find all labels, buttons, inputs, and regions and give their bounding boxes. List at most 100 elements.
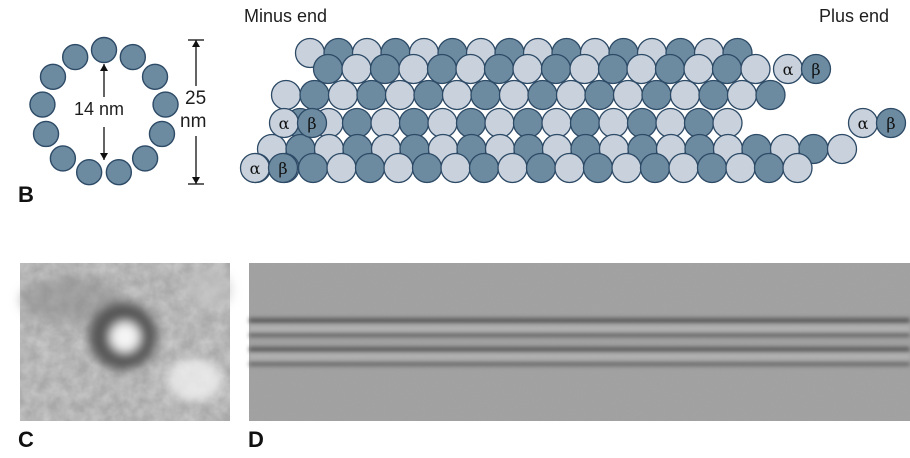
beta-tubulin-subunit (527, 79, 558, 111)
panel-letter-c: C (18, 427, 34, 452)
alpha-tubulin-subunit (497, 152, 528, 184)
beta-tubulin-subunit (312, 53, 344, 85)
alpha-tubulin-subunit (569, 53, 600, 85)
beta-tubulin-subunit (755, 79, 786, 111)
beta-label: β (811, 60, 820, 79)
alpha-tubulin-subunit (512, 53, 543, 85)
beta-tubulin-subunit (341, 107, 373, 139)
beta-tubulin-subunit (299, 79, 330, 111)
beta-tubulin-subunit (426, 53, 458, 85)
alpha-label: α (250, 159, 261, 178)
inner-diameter-label: 14 nm (74, 99, 125, 119)
tubulin-subunit (131, 145, 159, 172)
alpha-tubulin-subunit (370, 107, 401, 139)
outer-diameter-value: 25 (185, 88, 207, 109)
beta-tubulin-subunit (369, 53, 401, 85)
beta-tubulin-subunit (698, 79, 729, 111)
alpha-tubulin-subunit (782, 152, 813, 184)
tubulin-subunit (90, 36, 118, 64)
beta-tubulin-subunit (468, 152, 500, 184)
electron-micrograph-cross-section (20, 263, 232, 421)
beta-tubulin-subunit (683, 107, 715, 139)
tubulin-subunit (39, 63, 67, 90)
tubulin-subunit (49, 145, 77, 172)
alpha-label: α (858, 114, 869, 133)
alpha-tubulin-subunit (383, 152, 414, 184)
outer-arrow-bottom-head (192, 177, 200, 184)
outer-arrow-top-head (192, 40, 200, 47)
beta-tubulin-subunit (800, 53, 832, 85)
alpha-tubulin-subunit (541, 107, 572, 139)
beta-tubulin-subunit (696, 152, 728, 184)
alpha-tubulin-subunit (612, 79, 644, 111)
alpha-tubulin-subunit (712, 107, 743, 139)
beta-tubulin-subunit (626, 107, 658, 139)
beta-tubulin-subunit (354, 152, 386, 184)
beta-label: β (307, 114, 316, 133)
beta-tubulin-subunit (654, 53, 686, 85)
alpha-tubulin-subunit (326, 152, 357, 184)
panel-letter-b: B (18, 182, 34, 207)
beta-tubulin-subunit (483, 53, 515, 85)
alpha-tubulin-subunit (441, 79, 473, 111)
alpha-tubulin-subunit (398, 53, 429, 85)
tubulin-subunit (75, 158, 103, 186)
minus-end-label: Minus end (244, 6, 328, 26)
alpha-tubulin-subunit (740, 53, 771, 85)
alpha-tubulin-subunit (341, 53, 372, 85)
protofilament-row (312, 53, 771, 85)
alpha-tubulin-subunit (384, 79, 416, 111)
tubulin-subunit (105, 158, 133, 186)
alpha-tubulin-subunit (726, 79, 758, 111)
alpha-tubulin-subunit (270, 79, 302, 111)
alpha-tubulin-subunit (611, 152, 642, 184)
alpha-tubulin-subunit (826, 133, 858, 165)
tubulin-subunit (61, 43, 89, 71)
microtubule-cross-section (29, 36, 179, 186)
alpha-tubulin-subunit (440, 152, 471, 184)
inner-arrow-bottom-head (100, 153, 108, 160)
beta-tubulin-subunit (540, 53, 572, 85)
tubulin-subunit (148, 120, 176, 148)
beta-tubulin-subunit (569, 107, 601, 139)
tubulin-subunit (32, 120, 60, 148)
beta-tubulin-subunit (639, 152, 671, 184)
beta-tubulin-subunit (875, 107, 907, 139)
beta-tubulin-subunit (597, 53, 629, 85)
alpha-tubulin-subunit (626, 53, 657, 85)
protofilament-row (270, 79, 786, 111)
tubulin-subunit (141, 63, 169, 90)
beta-tubulin-subunit (455, 107, 487, 139)
alpha-tubulin-subunit (554, 152, 585, 184)
tubulin-subunit (152, 91, 179, 118)
beta-tubulin-subunit (413, 79, 444, 111)
outer-diameter-unit: nm (180, 111, 207, 132)
alpha-tubulin-subunit (725, 152, 756, 184)
beta-tubulin-subunit (267, 152, 299, 184)
alpha-tubulin-subunit (327, 79, 359, 111)
beta-tubulin-subunit (711, 53, 743, 85)
tubulin-subunit (119, 43, 147, 71)
alpha-tubulin-subunit (498, 79, 530, 111)
alpha-tubulin-subunit (484, 107, 515, 139)
alpha-tubulin-subunit (598, 107, 629, 139)
beta-tubulin-subunit (641, 79, 672, 111)
beta-tubulin-subunit (584, 79, 615, 111)
diameter-arrows (100, 39, 204, 185)
inner-arrow-top-head (100, 64, 108, 71)
alpha-tubulin-subunit (683, 53, 714, 85)
alpha-tubulin-subunit (668, 152, 699, 184)
beta-tubulin-subunit (525, 152, 557, 184)
beta-tubulin-subunit (411, 152, 443, 184)
beta-tubulin-subunit (398, 107, 430, 139)
electron-micrograph-longitudinal (249, 263, 910, 421)
beta-label: β (278, 159, 287, 178)
alpha-tubulin-subunit (555, 79, 587, 111)
alpha-tubulin-subunit (669, 79, 701, 111)
